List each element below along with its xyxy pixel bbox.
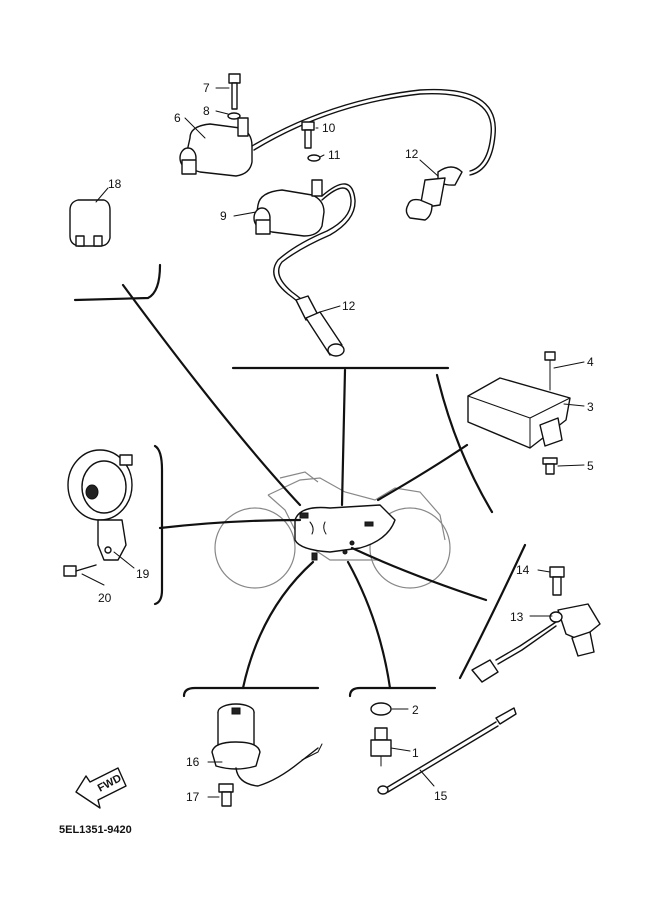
callout-17: 17 (186, 790, 200, 804)
horn (67, 449, 133, 521)
callout-8: 8 (203, 104, 210, 118)
motorcycle-outline (214, 471, 451, 589)
callout-19: 19 (136, 567, 150, 581)
callout-13: 13 (510, 610, 524, 624)
sensor-group (471, 566, 601, 683)
bolt-17 (218, 783, 234, 807)
forward-arrow-icon: FWD (75, 767, 127, 809)
callout-3: 3 (587, 400, 594, 414)
screw-4 (544, 351, 556, 391)
gasket-2 (370, 702, 392, 716)
group-brackets (73, 263, 527, 698)
bolt-10 (301, 121, 315, 149)
leader-lines (121, 283, 488, 690)
callout-9: 9 (220, 209, 227, 223)
callout-10: 10 (322, 121, 336, 135)
sender-group (370, 702, 517, 795)
sensor-13 (549, 603, 601, 657)
callout-12-lower: 12 (342, 299, 356, 313)
callout-numbers: 7 8 6 10 11 12 9 18 12 4 3 5 19 20 14 13… (98, 81, 594, 804)
ignition-coil-9 (253, 179, 325, 237)
switch-16 (211, 703, 261, 770)
plug-cap-12-top (405, 166, 463, 221)
screw-14 (549, 566, 565, 596)
sender-1 (370, 727, 392, 767)
sensor-connector (471, 659, 499, 683)
washer-8 (227, 112, 241, 120)
callout-18: 18 (108, 177, 122, 191)
callout-4: 4 (587, 355, 594, 369)
callout-1: 1 (412, 746, 419, 760)
callout-11: 11 (328, 148, 341, 162)
callout-leaders (81, 87, 585, 798)
callout-14: 14 (516, 563, 530, 577)
washer-11 (307, 154, 321, 162)
bolt-5 (542, 457, 558, 475)
callout-15: 15 (434, 789, 448, 803)
bolt-20 (63, 564, 97, 577)
horn-group (63, 449, 133, 577)
callout-7: 7 (203, 81, 210, 95)
callout-6: 6 (174, 111, 181, 125)
plug-cap-12-lower (295, 295, 345, 357)
relay-18 (69, 199, 111, 247)
horn-bracket-19 (97, 519, 127, 561)
cdi-unit-3 (467, 377, 571, 449)
callout-12-top: 12 (405, 147, 419, 161)
switch-group (211, 703, 323, 807)
ignition-coil-6 (179, 117, 253, 177)
diagram-code: 5EL1351-9420 (59, 824, 132, 836)
bolt-7 (228, 73, 241, 110)
ignition-coil-group (69, 73, 496, 357)
callout-20: 20 (98, 591, 112, 605)
callout-16: 16 (186, 755, 200, 769)
lead-wire-15 (377, 707, 517, 795)
callout-2: 2 (412, 703, 419, 717)
cdi-unit-group (467, 351, 571, 475)
callout-5: 5 (587, 459, 594, 473)
